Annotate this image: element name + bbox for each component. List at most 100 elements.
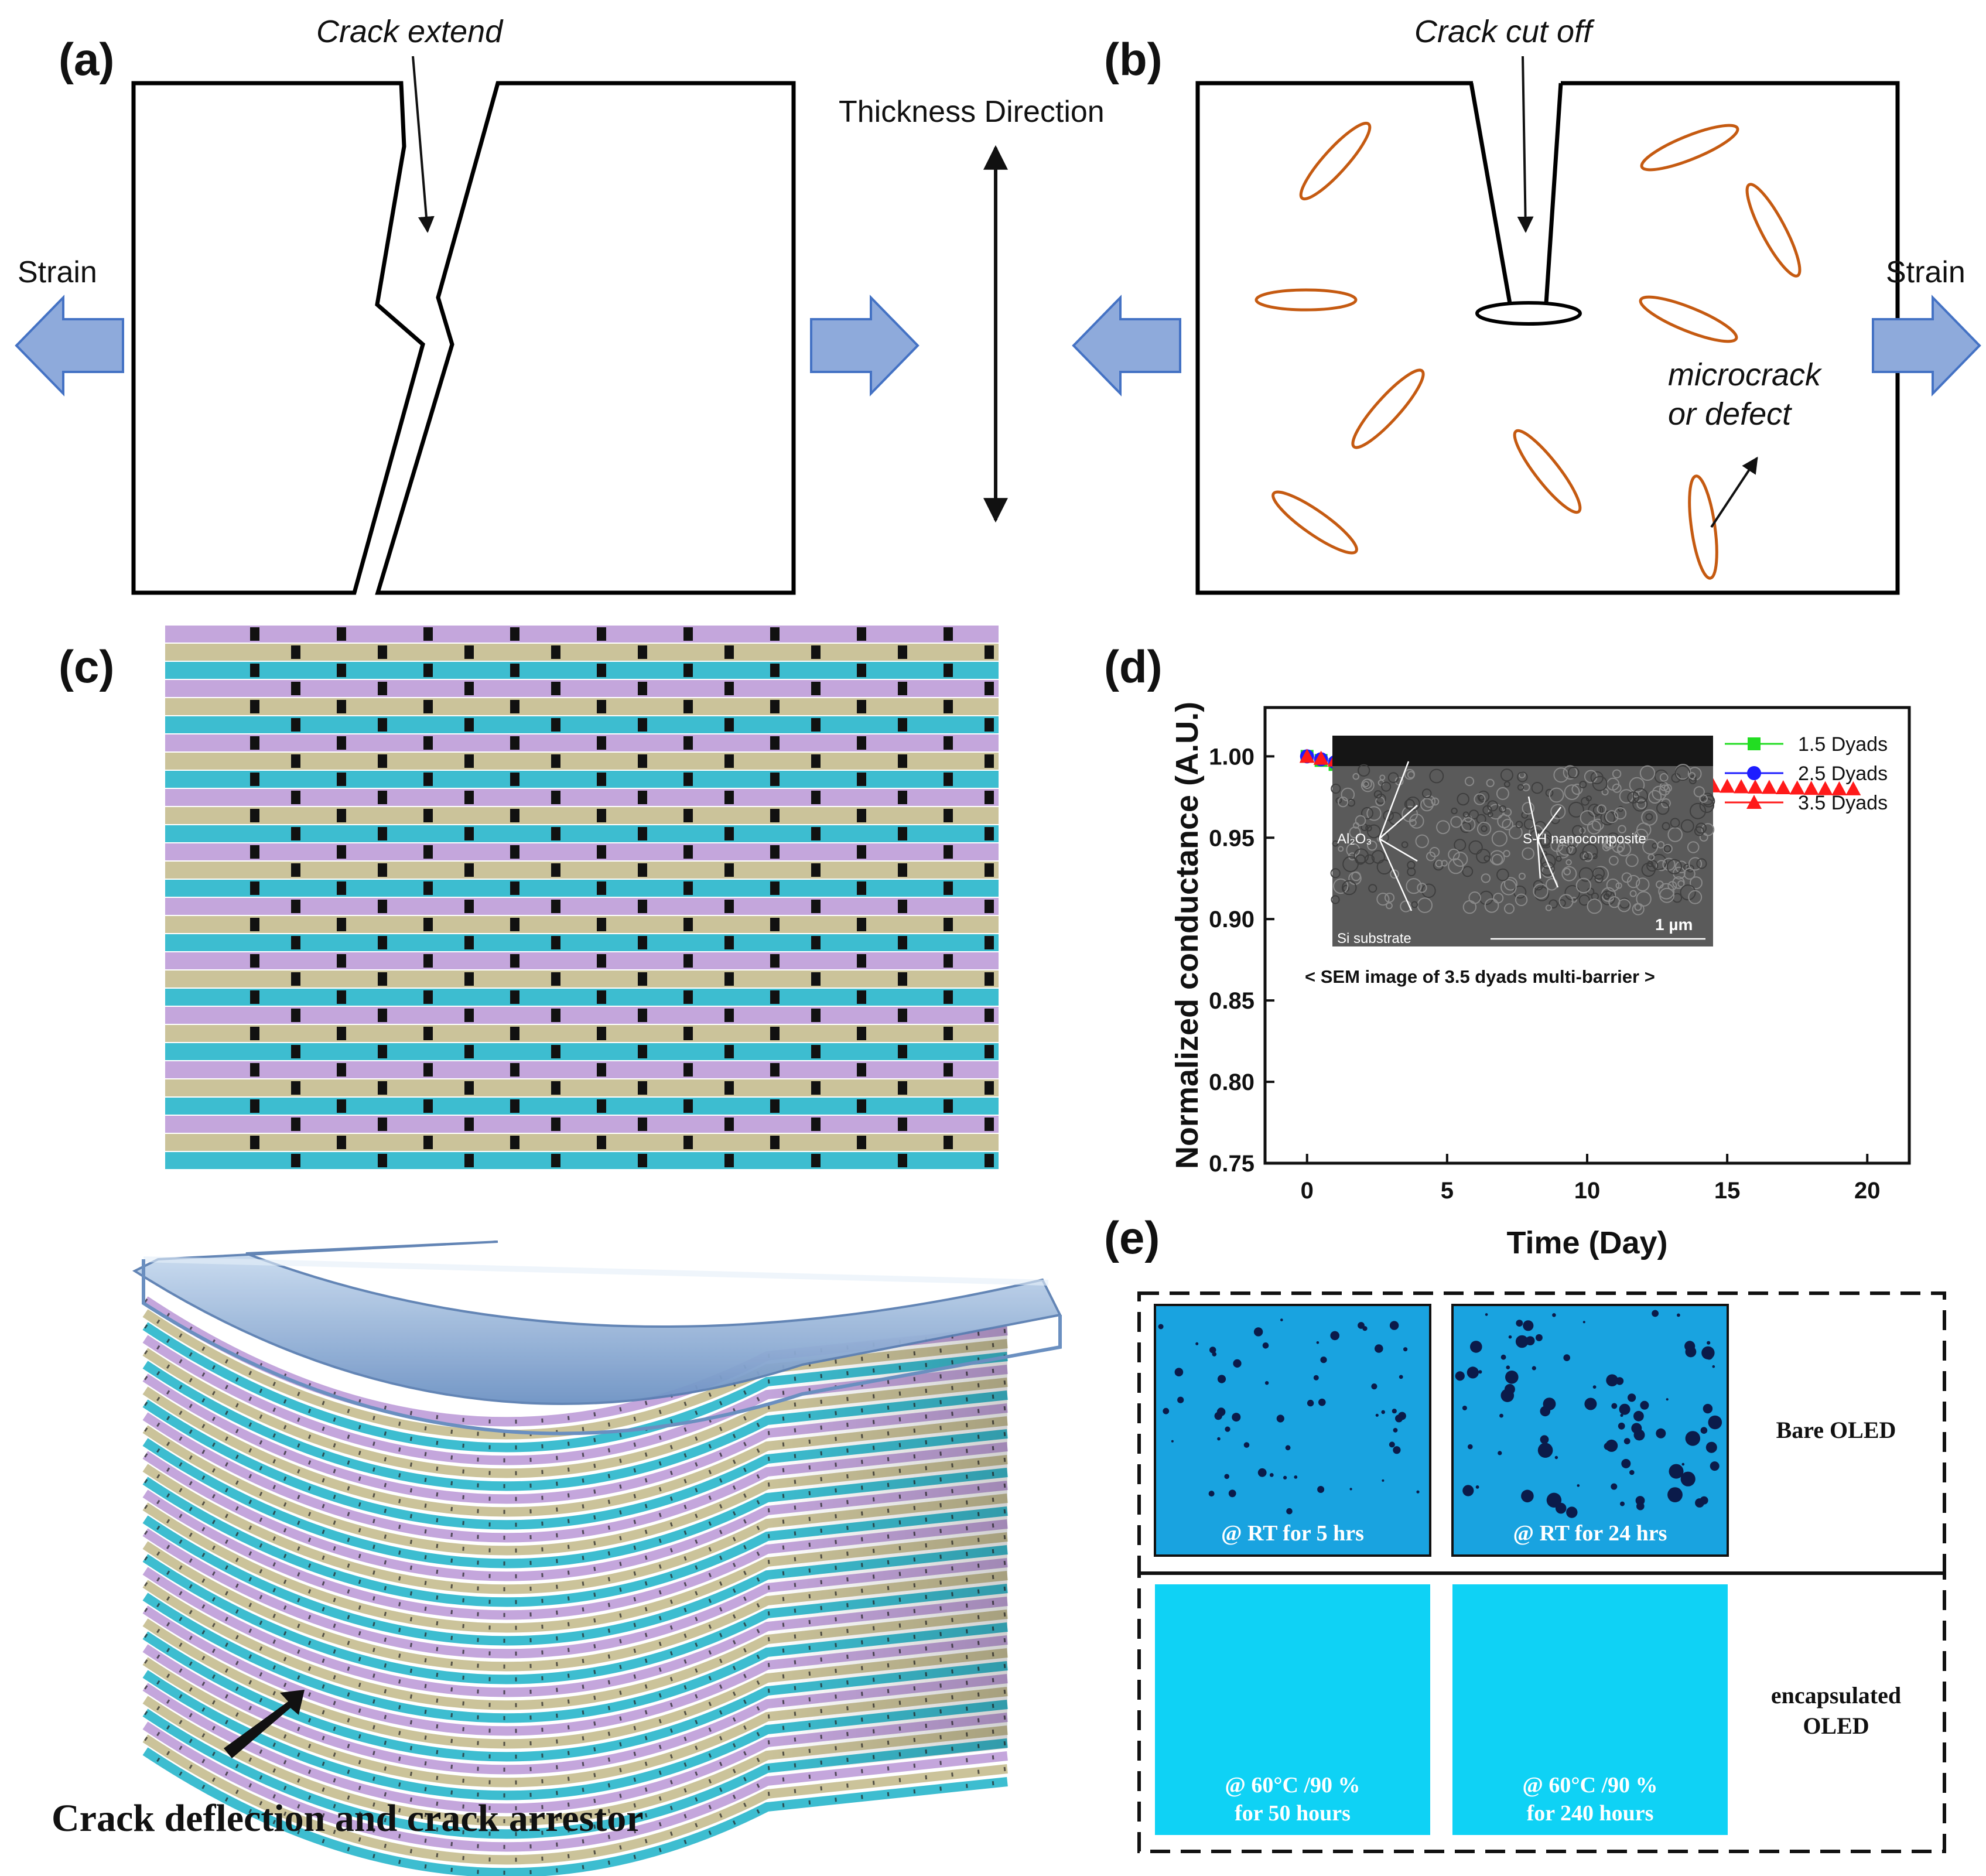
sem-grain (1417, 883, 1427, 893)
sem-grain (1493, 893, 1504, 904)
sem-grain (1349, 826, 1361, 839)
sem-grain (1701, 792, 1714, 806)
layer-gap (857, 736, 866, 750)
layer-gap (985, 936, 994, 949)
sem-grain (1618, 825, 1626, 833)
layer-gap (510, 736, 519, 750)
legend-label: 2.5 Dyads (1798, 763, 1888, 785)
layer-gap (683, 809, 693, 822)
layer-gap (811, 936, 821, 949)
dark-spot (1212, 1352, 1217, 1356)
bent-layer (142, 1657, 1008, 1788)
layer-gap (337, 700, 346, 713)
dark-spot (1523, 1320, 1534, 1331)
sem-grain (1687, 841, 1700, 853)
layer-gap (597, 881, 606, 895)
sem-grain (1608, 855, 1619, 866)
layer-gap (291, 645, 300, 659)
layer-gap (597, 736, 606, 750)
layer-gap (724, 682, 734, 695)
encapsulated-oled-group-frame (1137, 1571, 1946, 1853)
layer-gap (250, 809, 259, 822)
layer-gap (683, 881, 693, 895)
dark-spot (1611, 1403, 1618, 1409)
layer-row (165, 1043, 999, 1060)
layer-gap (724, 936, 734, 949)
sem-grain (1423, 795, 1436, 808)
sem-grain (1504, 903, 1515, 914)
sem-grain (1522, 847, 1534, 860)
layer-gap (857, 881, 866, 895)
sem-grain (1468, 840, 1483, 855)
layer-gap (291, 900, 300, 913)
bent-layer (142, 1335, 1008, 1465)
layer-gap (423, 845, 433, 859)
sem-grain (1451, 807, 1458, 815)
layer-gap (770, 1136, 780, 1149)
bent-layer (142, 1348, 1008, 1478)
sem-grain (1376, 893, 1390, 906)
layer-gap (724, 1154, 734, 1167)
dark-spot (1163, 1407, 1170, 1414)
layer-gap (857, 627, 866, 641)
dark-spot (1262, 1342, 1269, 1349)
thickness-direction-label: Thickness Direction (839, 95, 1105, 129)
bent-layer (142, 1567, 1008, 1697)
layer-gap (551, 791, 560, 804)
layer-gap (597, 845, 606, 859)
bent-layer (142, 1747, 1008, 1876)
sem-grain (1338, 797, 1349, 808)
panel-a-label: (a) (59, 33, 114, 85)
dark-spot (1485, 1313, 1488, 1316)
layer-gap (857, 700, 866, 713)
layer-gap (464, 863, 474, 877)
sem-grain (1358, 764, 1370, 777)
sem-grain (1515, 821, 1523, 829)
sem-grain (1373, 790, 1382, 799)
dark-spot (1667, 1487, 1683, 1503)
layer-gap (683, 1063, 693, 1077)
sem-grain (1636, 891, 1652, 907)
sem-grain (1404, 799, 1415, 810)
layer-gap (944, 1136, 953, 1149)
dark-spot (1478, 1370, 1482, 1374)
layer-gap (770, 773, 780, 786)
dark-spot (1455, 1371, 1465, 1381)
sem-pointer-lines (1378, 761, 1705, 940)
layer-gap (811, 1045, 821, 1058)
layer-gap (291, 1154, 300, 1167)
dark-spot (1631, 1423, 1642, 1434)
sem-grain (1563, 765, 1578, 780)
sem-grain (1680, 819, 1694, 833)
sem-grain (1330, 868, 1341, 879)
sem-grain (1553, 767, 1569, 783)
dark-spot (1577, 1484, 1580, 1487)
sem-grain (1575, 877, 1592, 894)
layer-gap (464, 1154, 474, 1167)
layer-gap (423, 990, 433, 1004)
layer-gap (464, 1009, 474, 1022)
crack-cut-off-pointer (1517, 56, 1534, 233)
sem-grain (1582, 852, 1593, 862)
y-axis-label: Normalized conductance (A.U.) (1170, 702, 1205, 1169)
sem-grain (1450, 816, 1462, 828)
sem-grain (1468, 891, 1481, 904)
layer-gap (464, 900, 474, 913)
crack-extend-label: Crack extend (316, 14, 504, 49)
layer-gap (683, 627, 693, 641)
x-tick-label: 15 (1714, 1178, 1741, 1204)
dark-spot (1403, 1347, 1408, 1352)
layer-gap (510, 1063, 519, 1077)
layer-gap (683, 736, 693, 750)
sem-grain (1363, 781, 1369, 788)
dark-spot (1677, 1313, 1680, 1317)
layer-gap (857, 954, 866, 968)
layer-gap (378, 863, 387, 877)
layer-gap (378, 1009, 387, 1022)
layer-gap (423, 700, 433, 713)
sem-grain (1549, 787, 1564, 803)
layer-gap (378, 791, 387, 804)
dark-spot (1506, 1365, 1510, 1369)
layer-gap (250, 1099, 259, 1113)
